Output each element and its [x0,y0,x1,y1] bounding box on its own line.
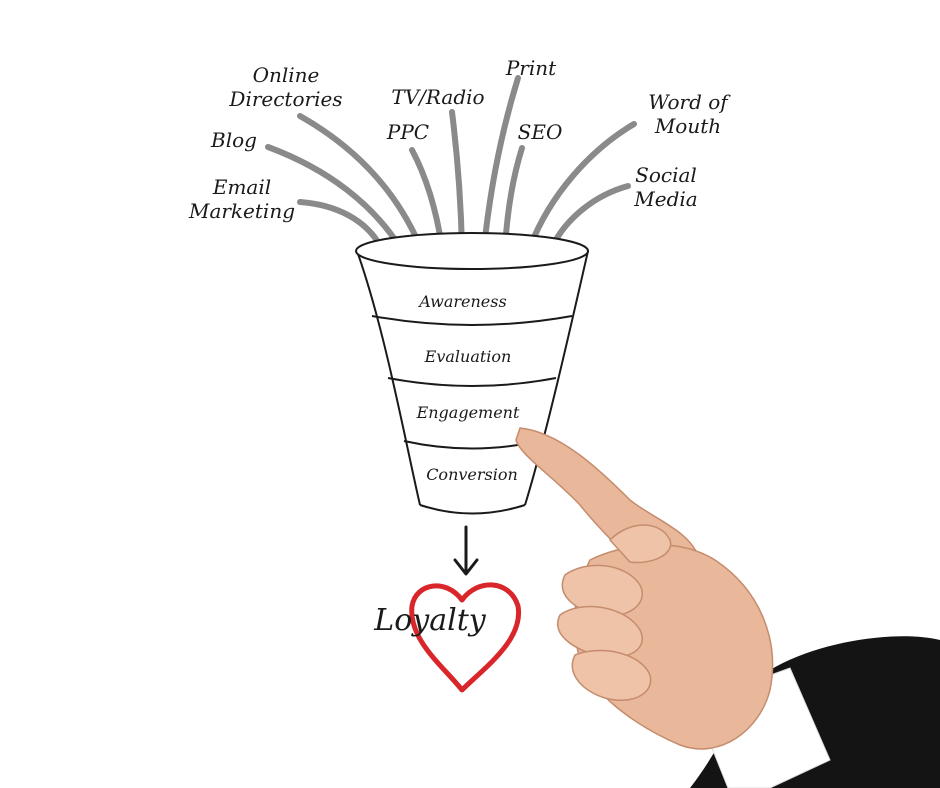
funnel-stage-labels: Awareness Evaluation Engagement Conversi… [416,292,520,484]
funnel-stage-engagement: Engagement [416,403,520,422]
heart-icon [409,582,522,693]
funnel-stage-awareness: Awareness [417,292,506,311]
funnel-outline [356,250,589,506]
source-ppc: PPC [386,120,429,144]
connector-email-marketing [297,199,381,245]
thumb [608,524,672,564]
funnel-divider-2 [387,377,557,387]
source-print: Print [505,56,557,80]
funnel-rim [355,232,589,270]
folded-finger-1 [561,564,643,617]
funnel-stage-conversion: Conversion [426,465,518,484]
source-blog: Blog [210,128,257,152]
pointing-hand-illustration [515,427,940,788]
funnel-bottom [419,504,526,515]
down-arrow-icon [453,525,479,576]
connector-online-directories [297,113,423,249]
funnel [355,232,589,515]
folded-finger-2 [557,605,643,659]
connector-word-of-mouth [527,121,637,250]
source-tv-radio: TV/Radio [391,85,484,109]
connector-lines [265,75,637,251]
folded-finger-3 [571,649,652,701]
funnel-stage-evaluation: Evaluation [424,347,512,366]
connector-tv-radio [449,109,465,251]
source-seo: SEO [518,120,563,144]
funnel-divider-1 [371,315,573,326]
connector-social-media [550,183,631,248]
connector-blog [265,144,401,247]
connector-print [481,75,521,251]
outcome-loyalty: Loyalty [373,603,486,638]
